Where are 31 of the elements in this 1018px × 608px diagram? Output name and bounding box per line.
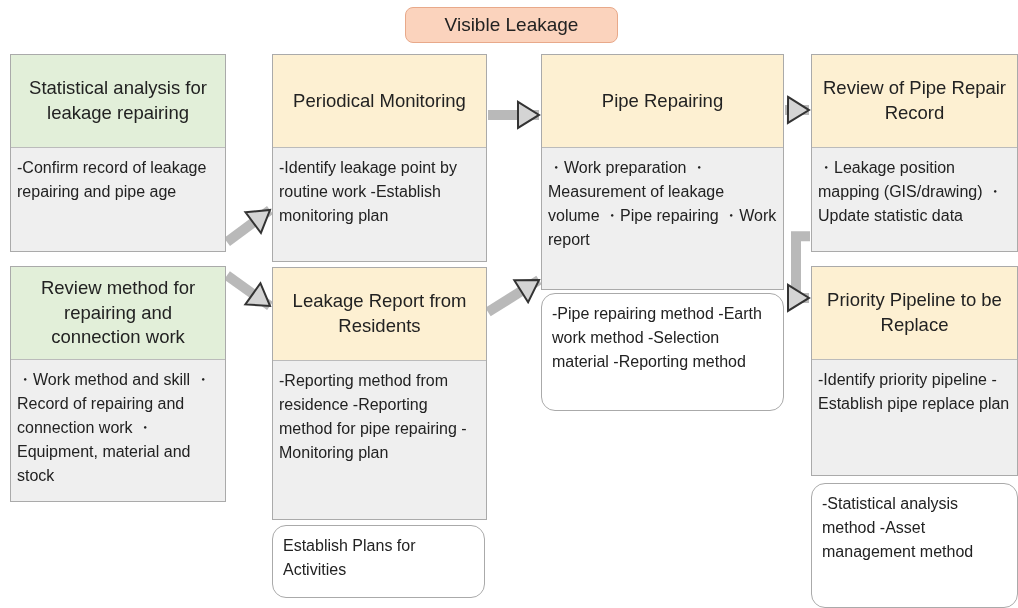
box-text: ・Work preparation ・Measurement of leakage volume ・Pipe repairing ・Work report	[542, 147, 783, 289]
box-heading: Periodical Monitoring	[273, 55, 486, 147]
process-box	[272, 267, 487, 520]
box-heading: Statistical analysis for leakage repairing	[11, 55, 225, 147]
process-box	[10, 54, 226, 252]
block-arrow	[488, 100, 540, 129]
box-text: ・Work method and skill ・Record of repairing and connection work ・Equipment, material and stock	[11, 359, 225, 501]
process-box	[10, 266, 226, 502]
box-text: -Reporting method from residence -Reporting method for pipe repairing -Monitoring plan	[273, 360, 486, 519]
block-arrow	[785, 95, 810, 124]
process-box	[811, 266, 1018, 476]
box-heading: Priority Pipeline to be Replace	[812, 267, 1017, 359]
box-heading: Leakage Report from Residents	[273, 268, 486, 360]
box-heading: Review method for repairing and connection work	[11, 267, 225, 359]
block-arrow	[787, 231, 810, 312]
title-badge: Visible Leakage	[405, 7, 618, 43]
block-arrow	[224, 206, 273, 247]
process-box	[541, 54, 784, 290]
note-box: -Pipe repairing method -Earth work method -Selection material -Reporting method	[541, 293, 784, 411]
box-heading: Review of Pipe Repair Record	[812, 55, 1017, 147]
note-box: Establish Plans for Activities	[272, 525, 485, 598]
process-box	[811, 54, 1018, 252]
box-text: -Identify priority pipeline -Establish pipe replace plan	[812, 359, 1017, 475]
block-arrow	[224, 271, 273, 311]
box-text: ・Leakage position mapping (GIS/drawing) ・Update statistic data	[812, 147, 1017, 251]
box-heading: Pipe Repairing	[542, 55, 783, 147]
box-text: -Identify leakage point by routine work -Establish monitoring plan	[273, 147, 486, 261]
process-box	[272, 54, 487, 262]
note-box: -Statistical analysis method -Asset management method	[811, 483, 1018, 608]
block-arrow	[485, 275, 542, 317]
box-text: -Confirm record of leakage repairing and pipe age	[11, 147, 225, 251]
